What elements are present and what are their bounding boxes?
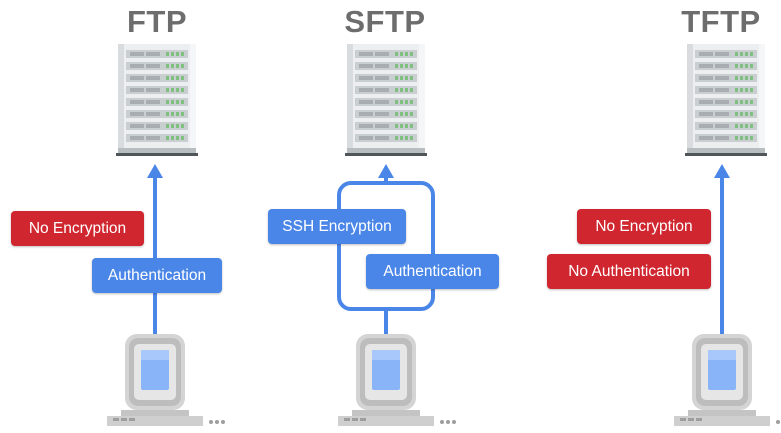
- tftp-authentication-badge: No Authentication: [547, 254, 711, 289]
- tftp-connection-arrow-icon: [714, 164, 730, 334]
- server-sftp-icon: [345, 44, 427, 156]
- sftp-connection-arrow-icon: [337, 176, 435, 334]
- computer-sftp-icon: [338, 334, 456, 426]
- computer-ftp-icon: [107, 334, 225, 426]
- server-ftp-icon: [116, 44, 198, 156]
- title-sftp: SFTP: [344, 4, 426, 39]
- sftp-authentication-badge: Authentication: [366, 254, 499, 289]
- server-tftp-icon: [685, 44, 767, 156]
- computer-tftp-icon: [674, 334, 781, 426]
- ftp-encryption-badge: No Encryption: [11, 211, 144, 246]
- title-ftp: FTP: [126, 4, 188, 39]
- sftp-encryption-badge: SSH Encryption: [268, 209, 406, 244]
- ftp-connection-arrow-icon: [147, 164, 163, 334]
- title-tftp: TFTP: [681, 4, 761, 39]
- sftp-arrowhead-icon: [378, 164, 394, 178]
- tftp-encryption-badge: No Encryption: [577, 209, 711, 244]
- ftp-authentication-badge: Authentication: [92, 258, 222, 293]
